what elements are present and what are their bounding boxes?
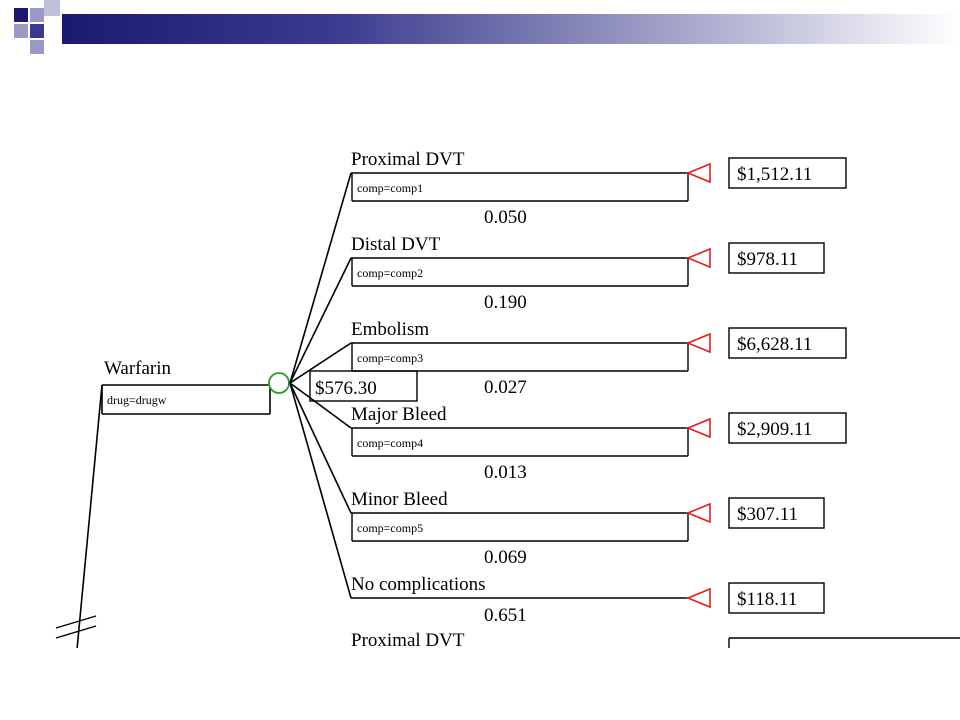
chance-node-icon[interactable] — [268, 372, 290, 394]
banner-square-light-2 — [44, 0, 60, 16]
branch-6[interactable]: No complications 0.651 $118.11 — [289, 382, 825, 626]
payoff-value: $978.11 — [737, 249, 798, 270]
branch-assignment: comp=comp1 — [357, 181, 423, 195]
payoff-box: $1,512.11 — [728, 157, 847, 189]
payoff-box: $307.11 — [728, 497, 825, 529]
payoff-value: $2,909.11 — [737, 419, 812, 440]
banner-square-light-4 — [30, 40, 44, 54]
terminal-node-icon[interactable] — [685, 502, 711, 524]
branch-probability: 0.050 — [484, 207, 527, 228]
terminal-node-icon[interactable] — [685, 332, 711, 354]
payoff-value: $307.11 — [737, 504, 798, 525]
branch-2[interactable]: Distal DVT comp=comp2 0.190 $978.11 — [289, 234, 825, 384]
payoff-box: $6,628.11 — [728, 327, 847, 359]
terminal-node-icon[interactable] — [685, 587, 711, 609]
branch-assignment: comp=comp2 — [357, 266, 423, 280]
terminal-node-icon[interactable] — [685, 162, 711, 184]
branch-probability: 0.069 — [484, 547, 527, 568]
branch-name: Distal DVT — [351, 234, 441, 255]
branch-name: Embolism — [351, 319, 429, 340]
branch-name: Minor Bleed — [351, 489, 448, 510]
terminal-node-icon[interactable] — [685, 247, 711, 269]
branch-assignment: comp=comp4 — [357, 436, 423, 450]
banner-square-light-3 — [30, 24, 44, 38]
branch-assignment: comp=comp3 — [357, 351, 423, 365]
payoff-box: $978.11 — [728, 242, 825, 274]
double-slash-break-mark-icon — [55, 615, 97, 639]
expected-value: $576.30 — [315, 378, 377, 399]
expected-value-box: $576.30 — [309, 370, 418, 402]
branch-name: Proximal DVT — [351, 149, 465, 170]
payoff-value: $118.11 — [737, 589, 797, 610]
decision-branch-warfarin[interactable]: Warfarin drug=drugw — [76, 358, 271, 660]
decision-assignment: drug=drugw — [107, 393, 167, 407]
next-payoff-box-partial — [728, 637, 960, 648]
branch-probability: 0.013 — [484, 462, 527, 483]
branch-probability: 0.651 — [484, 605, 527, 626]
branch-1[interactable]: Proximal DVT comp=comp1 0.050 $1,512.11 — [289, 149, 847, 384]
banner-square-light-1 — [30, 8, 44, 22]
branch-probability: 0.027 — [484, 377, 527, 398]
payoff-value: $6,628.11 — [737, 334, 812, 355]
branch-probability: 0.190 — [484, 292, 527, 313]
banner-square-dark-1 — [14, 8, 28, 22]
branch-3[interactable]: Embolism comp=comp3 0.027 $6,628.11 — [289, 319, 847, 398]
terminal-node-icon[interactable] — [685, 417, 711, 439]
banner-square-dark-2 — [14, 24, 28, 38]
payoff-box: $118.11 — [728, 582, 825, 614]
payoff-box: $2,909.11 — [728, 412, 847, 444]
slide-banner — [0, 0, 960, 60]
decision-name: Warfarin — [104, 358, 172, 379]
branch-name: No complications — [351, 574, 486, 595]
payoff-value: $1,512.11 — [737, 164, 812, 185]
branch-5[interactable]: Minor Bleed comp=comp5 0.069 $307.11 — [289, 382, 825, 568]
branch-4[interactable]: Major Bleed comp=comp4 0.013 $2,909.11 — [289, 382, 847, 483]
branch-name: Major Bleed — [351, 404, 447, 425]
banner-gradient-bar — [62, 14, 960, 44]
branch-assignment: comp=comp5 — [357, 521, 423, 535]
next-branch-name: Proximal DVT — [351, 630, 465, 651]
